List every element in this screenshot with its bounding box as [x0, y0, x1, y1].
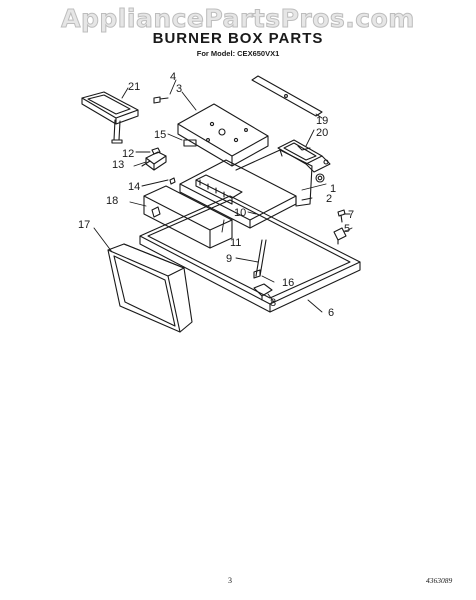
part-20-bracket: [277, 139, 331, 173]
callout-21: 21: [128, 81, 140, 93]
callout-4: 4: [170, 71, 176, 83]
callout-7: 7: [348, 209, 354, 221]
callout-2: 2: [326, 193, 332, 205]
page-number: 3: [228, 576, 232, 585]
part-19-strip: [251, 75, 323, 117]
callout-17: 17: [78, 219, 90, 231]
callout-1: 1: [330, 183, 336, 195]
part-3-cover-plate: [177, 103, 269, 167]
part-2-housing: [235, 149, 313, 207]
part-6-main-tray: [139, 195, 361, 313]
part-5-clip: [333, 227, 347, 245]
callout-6: 6: [328, 307, 334, 319]
part-4-screw: [153, 96, 169, 104]
callout-9: 9: [226, 253, 232, 265]
callout-11: 11: [230, 237, 241, 249]
callout-15: 15: [154, 129, 166, 141]
part-17-panel: [107, 243, 193, 333]
part-1-grommet: [315, 173, 325, 183]
callout-14: 14: [128, 181, 140, 193]
callout-3: 3: [176, 83, 182, 95]
part-12-clip: [151, 147, 161, 155]
part-14-screw: [169, 177, 176, 185]
part-13-igniter: [141, 151, 167, 171]
callout-8: 8: [270, 297, 276, 309]
callout-20: 20: [316, 127, 328, 139]
part-21-bracket: [81, 91, 139, 144]
callout-10: 10: [234, 207, 246, 219]
callout-5: 5: [344, 223, 350, 235]
callout-12: 12: [122, 148, 134, 160]
callout-13: 13: [112, 159, 124, 171]
watermark: AppliancePartsPros.com: [61, 4, 415, 34]
callout-16: 16: [282, 277, 294, 289]
part-16-screw: [253, 269, 261, 279]
callout-19: 19: [316, 115, 328, 127]
document-number: 4363089: [426, 576, 453, 585]
part-8-clamp: [253, 283, 273, 301]
model-subtitle: For Model: CEX650VX1: [196, 49, 280, 58]
part-7-screw: [337, 209, 346, 223]
part-18-burner-box: [143, 185, 233, 249]
leader-lines: [93, 79, 353, 313]
page-title: BURNER BOX PARTS: [152, 30, 324, 47]
callout-18: 18: [106, 195, 118, 207]
part-15-tab: [183, 139, 197, 147]
part-9-rod: [255, 239, 267, 277]
